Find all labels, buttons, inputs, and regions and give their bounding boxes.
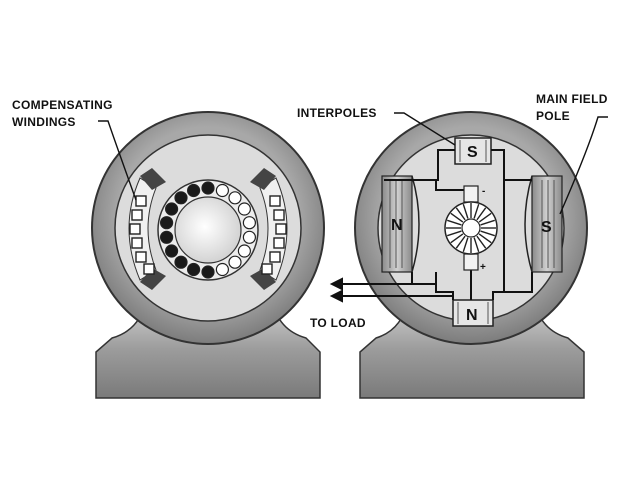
commutator-segment xyxy=(476,207,487,221)
commutator-segment xyxy=(455,207,466,221)
commutator-segment xyxy=(478,233,492,244)
armature: - + xyxy=(444,185,498,273)
interpole-bottom-letter: N xyxy=(466,307,478,324)
rotor-conductor xyxy=(228,255,242,269)
commutator-segment xyxy=(462,237,469,253)
commutator-segment xyxy=(473,203,480,219)
rotor-conductor xyxy=(228,191,242,205)
commutator-segment xyxy=(476,235,487,249)
left-pole-tab-br xyxy=(250,268,276,290)
commutator-segment xyxy=(462,203,469,219)
leader-compensating xyxy=(98,120,137,201)
left-pole-tab-tr xyxy=(250,168,276,190)
right-motor: N S S N xyxy=(329,111,588,399)
commutator-segment xyxy=(450,233,464,244)
rotor-conductor xyxy=(215,262,229,277)
right-motor-wiring xyxy=(384,149,533,300)
load-leads xyxy=(329,277,453,303)
compensating-windings-right xyxy=(261,195,287,275)
left-rotor-conductors xyxy=(160,181,256,279)
label-compensating-line2: WINDINGS xyxy=(12,115,76,129)
commutator-segment xyxy=(450,212,464,223)
leader-interpoles xyxy=(394,112,456,146)
rotor-conductor xyxy=(187,183,201,198)
rotor-conductor xyxy=(215,183,229,198)
commutator-segment xyxy=(478,212,492,223)
label-compensating-line1: COMPENSATING xyxy=(12,98,113,112)
label-interpoles: INTERPOLES xyxy=(297,106,377,120)
brush-mark-bottom: + xyxy=(480,262,486,273)
left-pole-tab-bl xyxy=(140,268,166,290)
rotor-conductor xyxy=(201,265,215,279)
rotor-conductor xyxy=(201,181,215,195)
brush-mark-top: - xyxy=(482,186,486,197)
rotor-conductor xyxy=(174,191,188,205)
commutator-segment xyxy=(446,230,462,237)
rotor-conductor xyxy=(174,255,188,269)
main-pole-right-letter: S xyxy=(541,219,552,236)
label-main-field-line2: POLE xyxy=(536,109,570,123)
main-field-pole-right: S xyxy=(524,175,563,273)
commutator-segment xyxy=(473,237,480,253)
commutator-segment xyxy=(480,230,496,237)
rotor-conductor xyxy=(237,244,251,258)
interpole-top: S xyxy=(454,137,492,165)
interpole-bottom: N xyxy=(452,299,494,327)
commutator-segment xyxy=(480,219,496,226)
leader-main-field xyxy=(559,116,608,215)
rotor-conductor xyxy=(187,262,201,277)
rotor-conductor xyxy=(242,230,256,244)
label-main-field-line1: MAIN FIELD xyxy=(536,92,608,106)
left-motor xyxy=(91,111,325,399)
interpole-top-letter: S xyxy=(467,144,478,161)
commutator-segment xyxy=(446,219,462,226)
rotor-conductor xyxy=(237,202,251,216)
left-pole-tab-tl xyxy=(140,168,166,190)
rotor-conductor xyxy=(165,202,179,216)
commutator-segment xyxy=(455,235,466,249)
commutator-segments xyxy=(446,203,496,253)
rotor-conductor xyxy=(160,216,174,230)
labels: COMPENSATING WINDINGS INTERPOLES MAIN FI… xyxy=(12,92,608,330)
rotor-conductor xyxy=(165,244,179,258)
main-pole-left-letter: N xyxy=(391,217,403,234)
rotor-conductor xyxy=(160,230,174,244)
main-field-pole-left: N xyxy=(381,175,420,273)
rotor-conductor xyxy=(242,216,256,230)
label-to-load: TO LOAD xyxy=(310,316,366,330)
compensating-windings-left xyxy=(129,195,155,275)
left-rotor-core xyxy=(174,196,242,264)
